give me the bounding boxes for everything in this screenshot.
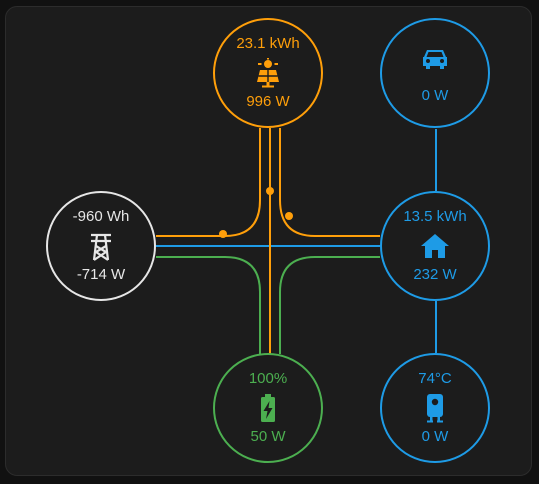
solar-grid-line xyxy=(156,128,261,237)
flow-dot xyxy=(219,230,227,238)
transmission-tower-icon xyxy=(91,233,111,261)
flow-dot xyxy=(285,212,293,220)
home-energy: 13.5 kWh xyxy=(403,208,467,225)
boiler-power: 0 W xyxy=(421,428,449,445)
boiler-node[interactable]: 74°C 0 W xyxy=(380,353,490,463)
battery-power: 50 W xyxy=(250,428,286,445)
solar-energy: 23.1 kWh xyxy=(236,35,300,52)
grid-battery-line xyxy=(156,256,261,354)
battery-node[interactable]: 100% 50 W xyxy=(213,353,323,463)
home-node[interactable]: 13.5 kWh 232 W xyxy=(380,191,490,301)
battery-charging-icon xyxy=(261,394,275,422)
car-power: 0 W xyxy=(421,87,449,104)
water-boiler-icon xyxy=(427,394,443,423)
solar-power: 996 W xyxy=(246,93,290,110)
solar-home-line xyxy=(279,128,380,237)
boiler-temperature: 74°C xyxy=(418,370,452,387)
home-power: 232 W xyxy=(413,266,457,283)
grid-power: -714 W xyxy=(76,266,126,283)
battery-home-line xyxy=(279,256,380,354)
car-icon xyxy=(423,50,447,69)
car-node[interactable]: 0 W xyxy=(380,18,490,128)
solar-node[interactable]: 23.1 kWh 996 W xyxy=(213,18,323,128)
grid-energy: -960 Wh xyxy=(72,208,130,225)
flow-dot xyxy=(266,187,274,195)
battery-level: 100% xyxy=(248,370,288,387)
home-icon xyxy=(421,234,449,258)
grid-node[interactable]: -960 Wh -714 W xyxy=(46,191,156,301)
solar-panel-icon xyxy=(257,58,279,88)
